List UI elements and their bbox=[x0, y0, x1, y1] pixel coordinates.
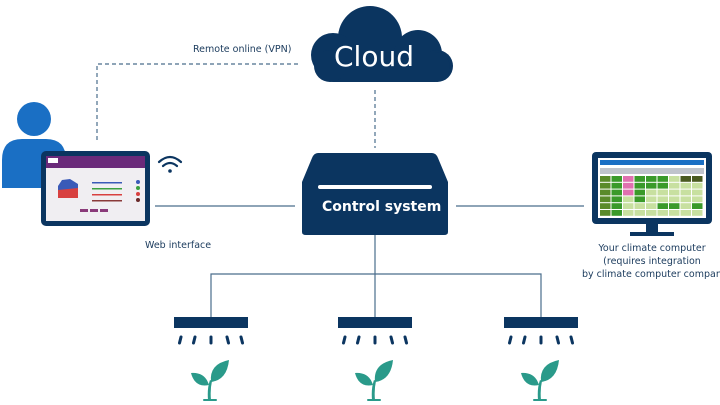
grid-cell bbox=[657, 196, 668, 203]
cloud-icon bbox=[311, 6, 453, 82]
grid-cell bbox=[646, 176, 657, 182]
grid-cell bbox=[692, 182, 703, 189]
grid-cell bbox=[646, 210, 657, 216]
grid-cell bbox=[657, 189, 668, 196]
grow-light-icon bbox=[504, 317, 578, 328]
light-ray bbox=[225, 335, 230, 345]
grid-cell bbox=[692, 210, 703, 216]
grid-cell bbox=[680, 203, 691, 209]
grid-cell bbox=[623, 196, 634, 203]
vpn-link-label: Remote online (VPN) bbox=[193, 44, 292, 55]
light-ray bbox=[403, 335, 408, 345]
grid-cell bbox=[680, 196, 691, 203]
light-ray bbox=[389, 335, 394, 345]
grid-cell bbox=[611, 196, 622, 203]
grid-cell bbox=[657, 176, 668, 182]
control-system-label: Control system bbox=[322, 199, 442, 215]
plant-icon bbox=[191, 360, 229, 401]
grow-light-icon bbox=[174, 317, 248, 328]
light-ray bbox=[192, 335, 197, 345]
grid-cell bbox=[657, 182, 668, 189]
grid-cell bbox=[600, 196, 611, 203]
light-ray bbox=[342, 335, 347, 345]
climate-computer-label: Your climate computer (requires integrat… bbox=[582, 242, 720, 281]
climate-computer-label-line-2: (requires integration bbox=[603, 256, 701, 267]
grid-cell bbox=[669, 176, 680, 182]
grid-cell bbox=[657, 203, 668, 209]
tablet-icon bbox=[41, 151, 150, 226]
grid-cell bbox=[634, 189, 645, 196]
grid-cell bbox=[623, 182, 634, 189]
grid-cell bbox=[692, 189, 703, 196]
grid-cell bbox=[634, 176, 645, 182]
wifi-icon bbox=[157, 155, 183, 173]
light-ray bbox=[569, 335, 574, 345]
grid-cell bbox=[646, 182, 657, 189]
grid-cell bbox=[600, 189, 611, 196]
light-ray bbox=[239, 335, 244, 345]
grid-cell bbox=[669, 182, 680, 189]
light-ray bbox=[356, 335, 361, 345]
grow-light-icon bbox=[338, 317, 412, 328]
grid-cell bbox=[634, 182, 645, 189]
grow-unit-1 bbox=[174, 317, 248, 401]
control-system-icon bbox=[302, 153, 448, 235]
grid-cell bbox=[623, 210, 634, 216]
grid-cell bbox=[634, 210, 645, 216]
grid-cell bbox=[634, 203, 645, 209]
cloud-label: Cloud bbox=[334, 40, 414, 73]
grid-cell bbox=[692, 176, 703, 182]
grid-cell bbox=[692, 203, 703, 209]
vpn-connection-line bbox=[96, 63, 300, 140]
grow-unit-3 bbox=[504, 317, 578, 401]
grid-cell bbox=[623, 176, 634, 182]
grid-cell bbox=[646, 196, 657, 203]
grid-cell bbox=[611, 182, 622, 189]
grid-cell bbox=[680, 210, 691, 216]
light-ray bbox=[555, 335, 560, 345]
grid-cell bbox=[680, 189, 691, 196]
grid-cell bbox=[669, 189, 680, 196]
grid-cell bbox=[600, 210, 611, 216]
grid-cell bbox=[692, 196, 703, 203]
grid-cell bbox=[611, 189, 622, 196]
grid-cell bbox=[669, 210, 680, 216]
grid-cell bbox=[600, 176, 611, 182]
light-ray bbox=[508, 335, 513, 345]
grid-cell bbox=[646, 203, 657, 209]
web-interface-label: Web interface bbox=[145, 240, 212, 251]
light-ray bbox=[178, 335, 183, 345]
climate-computer-label-line-1: Your climate computer bbox=[598, 243, 706, 254]
plant-icon bbox=[521, 360, 559, 401]
grid-cell bbox=[600, 203, 611, 209]
grid-cell bbox=[611, 203, 622, 209]
grid-cell bbox=[680, 182, 691, 189]
grid-cell bbox=[611, 210, 622, 216]
grid-cell bbox=[600, 182, 611, 189]
grid-cell bbox=[623, 203, 634, 209]
grid-cell bbox=[669, 203, 680, 209]
climate-computer-label-line-3: by climate computer company) bbox=[582, 269, 720, 280]
lamps-branch-line bbox=[210, 273, 542, 318]
grid-cell bbox=[669, 196, 680, 203]
grid-cell bbox=[680, 176, 691, 182]
grid-cell bbox=[611, 176, 622, 182]
climate-computer-monitor-icon bbox=[592, 152, 712, 236]
grid-cell bbox=[657, 210, 668, 216]
plant-icon bbox=[355, 360, 393, 401]
grid-cell bbox=[634, 196, 645, 203]
grid-cell bbox=[623, 189, 634, 196]
light-ray bbox=[522, 335, 527, 345]
grow-unit-2 bbox=[338, 317, 412, 401]
grid-cell bbox=[646, 189, 657, 196]
